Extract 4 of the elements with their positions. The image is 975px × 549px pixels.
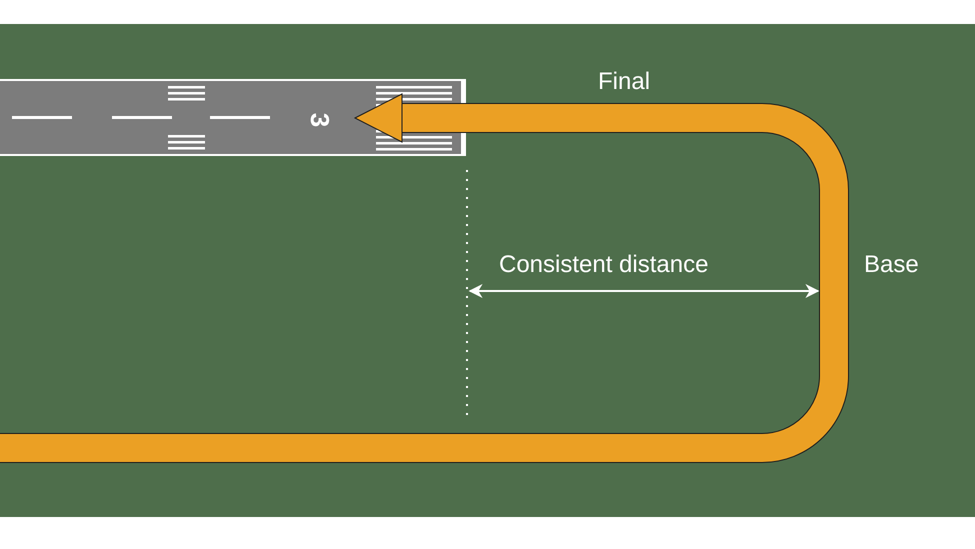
pattern-leg-label: Base: [864, 253, 919, 277]
distance-label: Consistent distance: [499, 253, 708, 277]
pattern-leg-label: Final: [598, 70, 650, 94]
runway-number: 3: [307, 112, 334, 128]
